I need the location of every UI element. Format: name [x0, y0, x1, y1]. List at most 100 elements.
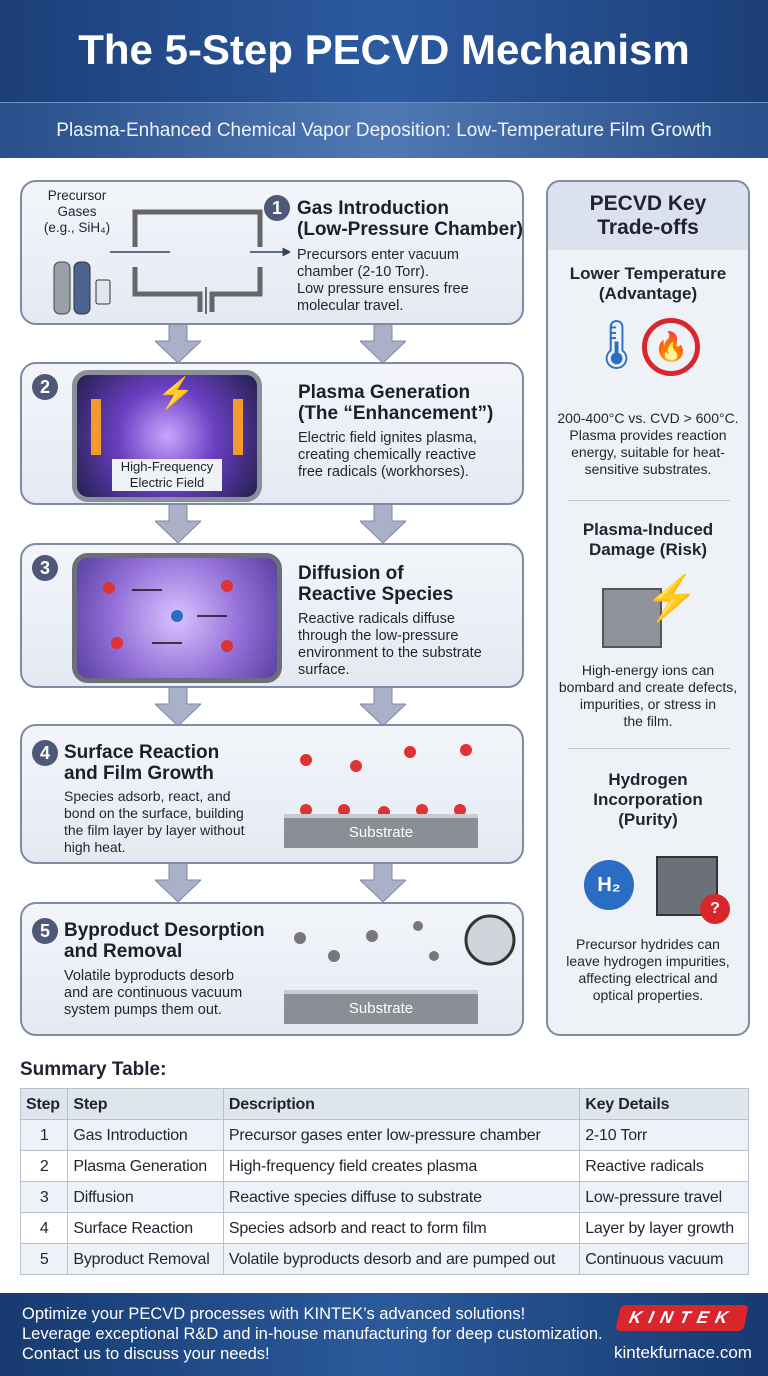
section-text: sensitive substrates.	[584, 461, 712, 477]
section-text: bombard and create defects,	[558, 679, 738, 695]
page-title: The 5-Step PECVD Mechanism	[0, 0, 768, 102]
step-title: Plasma Generation	[298, 382, 471, 403]
flow-arrow-icon	[153, 861, 203, 903]
section-text: affecting electrical and	[578, 970, 718, 986]
page-subtitle: Plasma-Enhanced Chemical Vapor Depositio…	[0, 102, 768, 158]
step-description: and are continuous vacuum	[64, 985, 243, 1001]
adsorption-illustration	[300, 744, 472, 818]
step-title: Surface Reaction	[64, 742, 220, 763]
precursor-label: Gases	[57, 204, 97, 219]
section-heading: Lower Temperature	[569, 264, 727, 283]
section-heading: (Purity)	[618, 810, 678, 829]
step-description: bond on the surface, building	[64, 805, 244, 821]
table-cell: Plasma Generation	[67, 1150, 224, 1182]
lightning-icon: ⚡	[644, 574, 699, 623]
column-header: Step	[67, 1088, 224, 1120]
step-description: Volatile byproducts desorb	[64, 968, 235, 984]
section-text: High-energy ions can	[581, 662, 715, 678]
section-heading: Plasma-Induced	[582, 520, 714, 539]
table-cell: Reactive species diffuse to substrate	[222, 1181, 581, 1213]
section-text: optical properties.	[592, 987, 704, 1003]
section-heading: Incorporation	[593, 790, 703, 809]
step-title: Reactive Species	[298, 584, 454, 605]
table-cell: Layer by layer growth	[579, 1212, 749, 1244]
table-cell: Byproduct Removal	[67, 1243, 224, 1275]
table-cell: 2-10 Torr	[579, 1119, 749, 1151]
diffusion-illustration	[72, 553, 282, 683]
step-title: and Removal	[64, 941, 183, 962]
panel-title: Trade-offs	[597, 216, 699, 239]
vacuum-pump-icon	[464, 914, 516, 966]
byproduct-illustration	[294, 914, 516, 966]
step-description: chamber (2-10 Torr).	[297, 264, 429, 280]
step-title: (The “Enhancement”)	[298, 403, 494, 424]
flow-arrow-icon	[153, 685, 203, 727]
cracked-surface-icon	[602, 588, 662, 648]
step-title: Byproduct Desorption	[64, 920, 265, 941]
flow-arrow-icon	[358, 861, 408, 903]
precursor-label: Precursor	[47, 188, 107, 203]
step-description: Species adsorb, react, and	[64, 788, 231, 804]
step-description: Electric field ignites plasma,	[298, 430, 477, 446]
field-label: Electric Field	[129, 475, 205, 490]
step-description: system pumps them out.	[64, 1002, 222, 1018]
section-text: 200-400°C vs. CVD > 600°C.	[557, 410, 739, 426]
step-number-badge: 3	[32, 555, 58, 581]
footer-line: Optimize your PECVD processes with KINTE…	[22, 1305, 526, 1323]
gas-chamber-illustration	[53, 209, 290, 315]
step-description: Precursors enter vacuum	[297, 247, 459, 263]
step-description: Low pressure ensures free	[297, 281, 469, 297]
section-text: Plasma provides reaction	[569, 427, 727, 443]
no-fire-icon: 🔥	[642, 318, 700, 376]
step-description: Reactive radicals diffuse	[298, 611, 455, 627]
step-description: creating chemically reactive	[298, 447, 477, 463]
section-text: impurities, or stress in	[579, 696, 717, 712]
table-cell: 1	[19, 1119, 69, 1151]
table-cell: Surface Reaction	[67, 1212, 224, 1244]
footer-banner: Optimize your PECVD processes with KINTE…	[0, 1293, 768, 1376]
substrate-label: Substrate	[284, 990, 478, 1024]
table-title: Summary Table:	[20, 1059, 167, 1080]
table-cell: Precursor gases enter low-pressure chamb…	[222, 1119, 581, 1151]
column-header: Description	[222, 1088, 581, 1120]
flow-arrow-icon	[358, 685, 408, 727]
table-cell: Low-pressure travel	[579, 1181, 749, 1213]
field-label: High-Frequency	[120, 459, 214, 474]
hydrogen-molecule-icon: H₂	[584, 860, 634, 910]
website-link[interactable]: kintekfurnace.com	[614, 1343, 752, 1362]
section-heading: Hydrogen	[608, 770, 688, 789]
table-cell: 4	[19, 1212, 69, 1244]
question-icon: ?	[700, 894, 730, 924]
table-cell: Continuous vacuum	[579, 1243, 749, 1275]
section-text: leave hydrogen impurities,	[566, 953, 730, 969]
step-number-badge: 4	[32, 740, 58, 766]
thermometer-icon: 🌡	[586, 319, 647, 372]
table-cell: Volatile byproducts desorb and are pumpe…	[222, 1243, 581, 1275]
precursor-label: (e.g., SiH₄)	[43, 220, 111, 235]
step-description: free radicals (workhorses).	[298, 464, 469, 480]
step-title: (Low-Pressure Chamber)	[297, 219, 523, 240]
footer-line: Leverage exceptional R&D and in-house ma…	[22, 1325, 603, 1343]
substrate-label: Substrate	[284, 814, 478, 848]
flow-arrow-icon	[358, 322, 408, 364]
flow-arrow-icon	[358, 502, 408, 544]
table-cell: 3	[19, 1181, 69, 1213]
table-cell: Species adsorb and react to form film	[222, 1212, 581, 1244]
table-cell: Reactive radicals	[579, 1150, 749, 1182]
section-heading: Damage (Risk)	[588, 540, 708, 559]
table-cell: 2	[19, 1150, 69, 1182]
step-title: and Film Growth	[64, 763, 214, 784]
step-description: molecular travel.	[297, 298, 404, 314]
step-number-badge: 2	[32, 374, 58, 400]
